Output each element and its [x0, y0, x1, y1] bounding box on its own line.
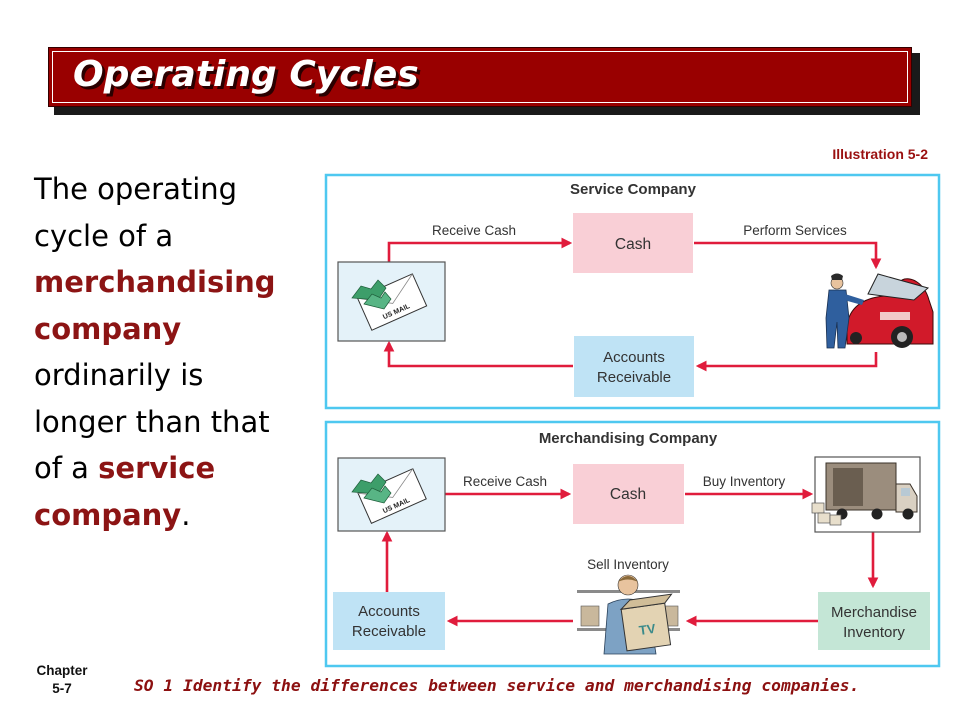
body-fragment: of a	[34, 451, 99, 485]
service-receivable-box	[574, 336, 694, 397]
label-receive-cash: Receive Cash	[432, 223, 516, 238]
merchandising-company-diagram: Merchandising Company Receive Cash Buy I…	[324, 420, 941, 668]
chapter-text: Chapter	[36, 663, 88, 678]
body-line: The operating	[34, 172, 238, 206]
sell-inventory-person-icon: TV	[577, 574, 680, 655]
slide-title: Operating Cycles	[73, 54, 419, 95]
merch-inventory-label: Merchandise	[831, 604, 917, 621]
highlight-term: service	[98, 451, 216, 485]
merch-receivable-label: Receivable	[352, 623, 426, 640]
study-objective: SO 1 Identify the differences between se…	[134, 676, 860, 695]
illustration-label: Illustration 5-2	[832, 146, 928, 162]
merch-inventory-label: Inventory	[843, 624, 905, 641]
service-receivable-label: Accounts	[603, 349, 665, 366]
body-text: The operating cycle of a merchandising c…	[34, 166, 314, 538]
body-line: ordinarily is	[34, 358, 204, 392]
delivery-truck-icon	[811, 456, 921, 533]
label-perform-services: Perform Services	[743, 223, 847, 238]
merch-receivable-label: Accounts	[358, 603, 420, 620]
arrow-receive-cash	[387, 237, 573, 262]
merch-cash-box	[573, 464, 684, 524]
mail-envelope-icon: US MAIL	[337, 261, 446, 342]
merch-receivable-box	[333, 592, 445, 650]
arrow-perform-services	[694, 241, 882, 270]
chapter-label: Chapter 5-7	[26, 662, 98, 698]
highlight-term: company	[34, 311, 182, 346]
chapter-number: 5-7	[52, 681, 72, 696]
body-fragment: .	[181, 497, 191, 532]
merch-heading: Merchandising Company	[539, 430, 718, 447]
highlight-term: merchandising	[34, 265, 276, 299]
car-service-icon	[822, 270, 934, 350]
label-sell-inventory: Sell Inventory	[587, 557, 669, 572]
label-buy-inventory: Buy Inventory	[703, 474, 786, 489]
service-heading: Service Company	[570, 181, 697, 198]
merch-cash-label: Cash	[610, 486, 646, 503]
mail-envelope-icon: US MAIL	[337, 457, 446, 532]
service-cash-box	[573, 213, 693, 273]
body-line: cycle of a	[34, 218, 174, 253]
service-receivable-label: Receivable	[597, 369, 671, 386]
title-inner-border	[52, 51, 908, 103]
arrow-collect-receivable	[383, 340, 573, 368]
arrow-to-receivable	[695, 352, 878, 372]
merch-inventory-box	[818, 592, 930, 650]
crate-text: TV	[638, 621, 657, 638]
label-receive-cash: Receive Cash	[463, 474, 547, 489]
title-bar: Operating Cycles	[48, 47, 912, 107]
body-line: longer than that	[34, 404, 270, 439]
highlight-term: company	[34, 497, 182, 532]
service-company-diagram: Service Company Receive Cash Perform Ser…	[324, 173, 941, 410]
service-cash-label: Cash	[615, 236, 651, 253]
